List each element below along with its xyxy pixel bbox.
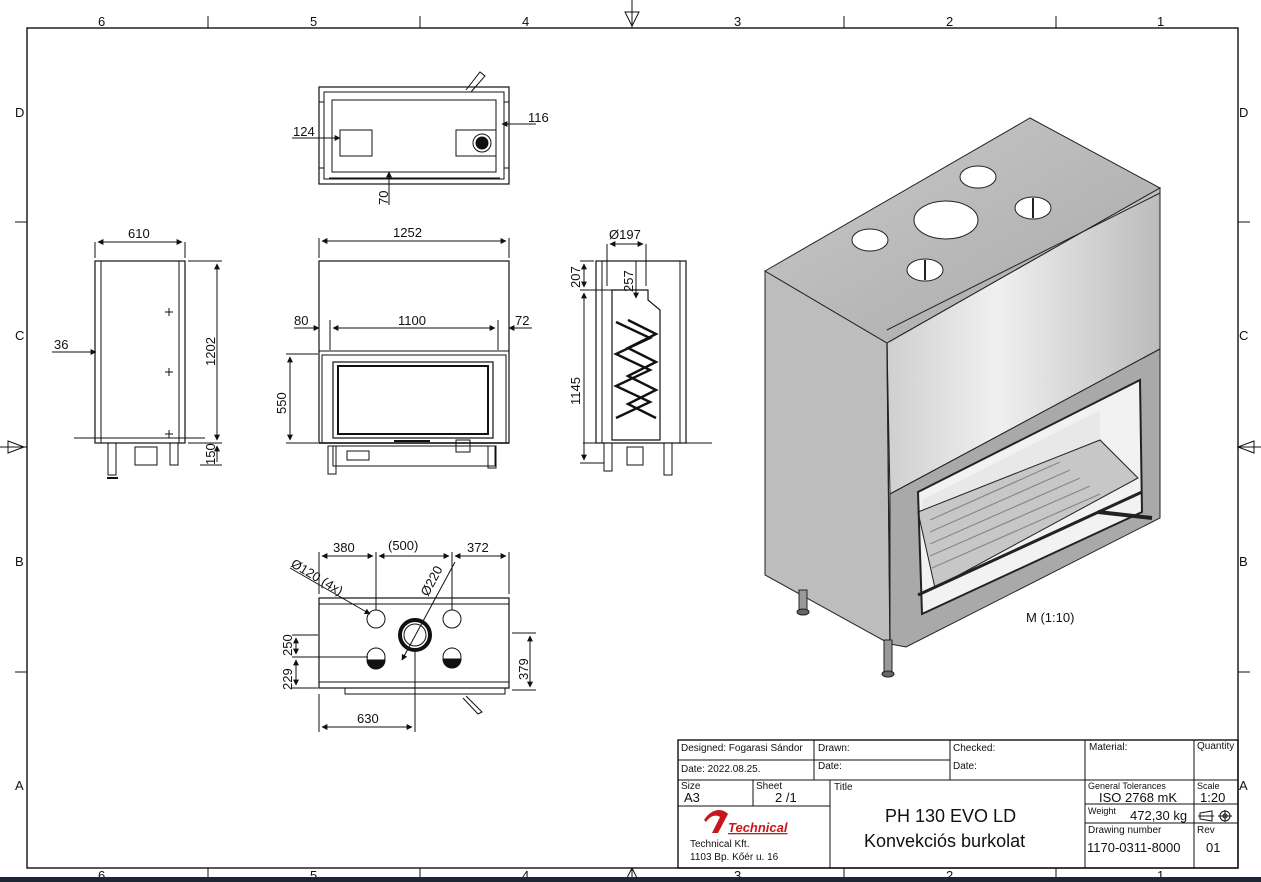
sheet-label: Sheet: [756, 781, 783, 792]
zone-col-6: 6: [98, 14, 105, 29]
zone-col-2-bottom: 2: [946, 868, 953, 882]
general-tolerances-label: General Tolerances: [1088, 781, 1166, 791]
dim-plan-229: 229: [280, 668, 295, 690]
drawing-number-label: Drawing number: [1088, 825, 1162, 836]
front-view: [286, 238, 532, 475]
zone-row-c-right: C: [1239, 328, 1248, 343]
plan-view: [289, 552, 536, 732]
company-name: Technical Kft.: [690, 839, 750, 850]
dim-plan-630: 630: [357, 711, 379, 726]
checked-by: Checked:: [953, 743, 996, 754]
dim-right-257: 257: [621, 270, 636, 292]
weight-value: 472,30 kg: [1130, 808, 1188, 823]
dim-right-1145: 1145: [568, 377, 583, 405]
dim-top-70: 70: [376, 191, 391, 205]
side-view-left: [52, 239, 222, 479]
zone-col-5-bottom: 5: [310, 868, 317, 882]
zone-row-b-right: B: [1239, 554, 1248, 569]
svg-text:Technical: Technical: [728, 820, 788, 835]
top-view: [292, 71, 536, 205]
zone-col-4: 4: [522, 14, 529, 29]
zone-row-a: A: [15, 778, 24, 793]
dim-front-1252: 1252: [393, 225, 422, 240]
sheet-value: 2 /1: [775, 790, 797, 805]
scale-value: 1:20: [1200, 790, 1226, 805]
checked-date: Date:: [953, 761, 977, 772]
dim-side-610: 610: [128, 226, 150, 241]
dim-plan-372: 372: [467, 540, 489, 555]
designed-date: Date: 2022.08.25.: [681, 764, 761, 775]
zone-row-d-right: D: [1239, 105, 1248, 120]
size-value: A3: [684, 790, 700, 805]
dim-front-80: 80: [294, 313, 308, 328]
dim-side-1202: 1202: [203, 337, 218, 366]
dim-plan-250: 250: [280, 634, 295, 656]
isometric-view: [764, 117, 1162, 678]
zone-row-b: B: [15, 554, 24, 569]
title-line-2: Konvekciós burkolat: [864, 831, 1026, 851]
zone-row-d: D: [15, 105, 24, 120]
zone-col-6-bottom: 6: [98, 868, 105, 882]
iso-scale-label: M (1:10): [1026, 610, 1074, 625]
viewer-bottom-strip: [0, 877, 1261, 882]
rev-label: Rev: [1197, 825, 1215, 836]
quantity-label: Quantity: [1197, 741, 1235, 752]
general-tolerances-value: ISO 2768 mK: [1099, 790, 1178, 805]
zone-labels: 6 5 4 3 2 1 6 5 4 3 2 1 D C B A D C B A: [15, 14, 1248, 882]
dim-plan-dia120: Ø120 (4x): [288, 556, 345, 599]
title-line-1: PH 130 EVO LD: [885, 806, 1017, 826]
zone-col-5: 5: [310, 14, 317, 29]
dim-plan-379: 379: [516, 658, 531, 680]
material-label: Material:: [1089, 742, 1128, 753]
zone-col-3-bottom: 3: [734, 868, 741, 882]
dim-side-36: 36: [54, 337, 68, 352]
designed-by: Designed: Fogarasi Sándor: [681, 743, 803, 754]
company-address: 1103 Bp. Kőér u. 16: [690, 852, 779, 863]
dim-plan-dia220: Ø220: [417, 563, 445, 598]
zone-col-3: 3: [734, 14, 741, 29]
dim-front-550: 550: [274, 392, 289, 414]
zone-col-2: 2: [946, 14, 953, 29]
weight-label: Weight: [1088, 806, 1116, 816]
size-label: Size: [681, 781, 701, 792]
zone-row-a-right: A: [1239, 778, 1248, 793]
dim-front-1100: 1100: [398, 313, 426, 328]
dim-top-116: 116: [528, 110, 549, 125]
dim-front-72: 72: [515, 313, 529, 328]
zone-col-4-bottom: 4: [522, 868, 529, 882]
rev-value: 01: [1206, 840, 1221, 855]
scale-label: Scale: [1197, 781, 1220, 791]
side-view-right: [580, 241, 712, 476]
dim-right-dia197: Ø197: [609, 227, 641, 242]
drawing-number-value: 1170-0311-8000: [1087, 840, 1181, 855]
title-block: [677, 739, 1239, 869]
zone-col-1: 1: [1157, 14, 1164, 29]
dim-plan-380: 380: [333, 540, 355, 555]
dim-right-207: 207: [568, 266, 583, 288]
projection-symbol-icon: [1198, 809, 1234, 822]
company-logo: Technical: [704, 810, 788, 835]
drawn-date: Date:: [818, 761, 842, 772]
zone-col-1-bottom: 1: [1157, 868, 1164, 882]
title-label: Title: [834, 782, 853, 793]
dim-side-150: 150: [203, 443, 218, 465]
zone-row-c: C: [15, 328, 24, 343]
drawn-by: Drawn:: [818, 743, 850, 754]
dim-plan-500: (500): [388, 538, 418, 553]
dim-top-124: 124: [293, 124, 315, 139]
